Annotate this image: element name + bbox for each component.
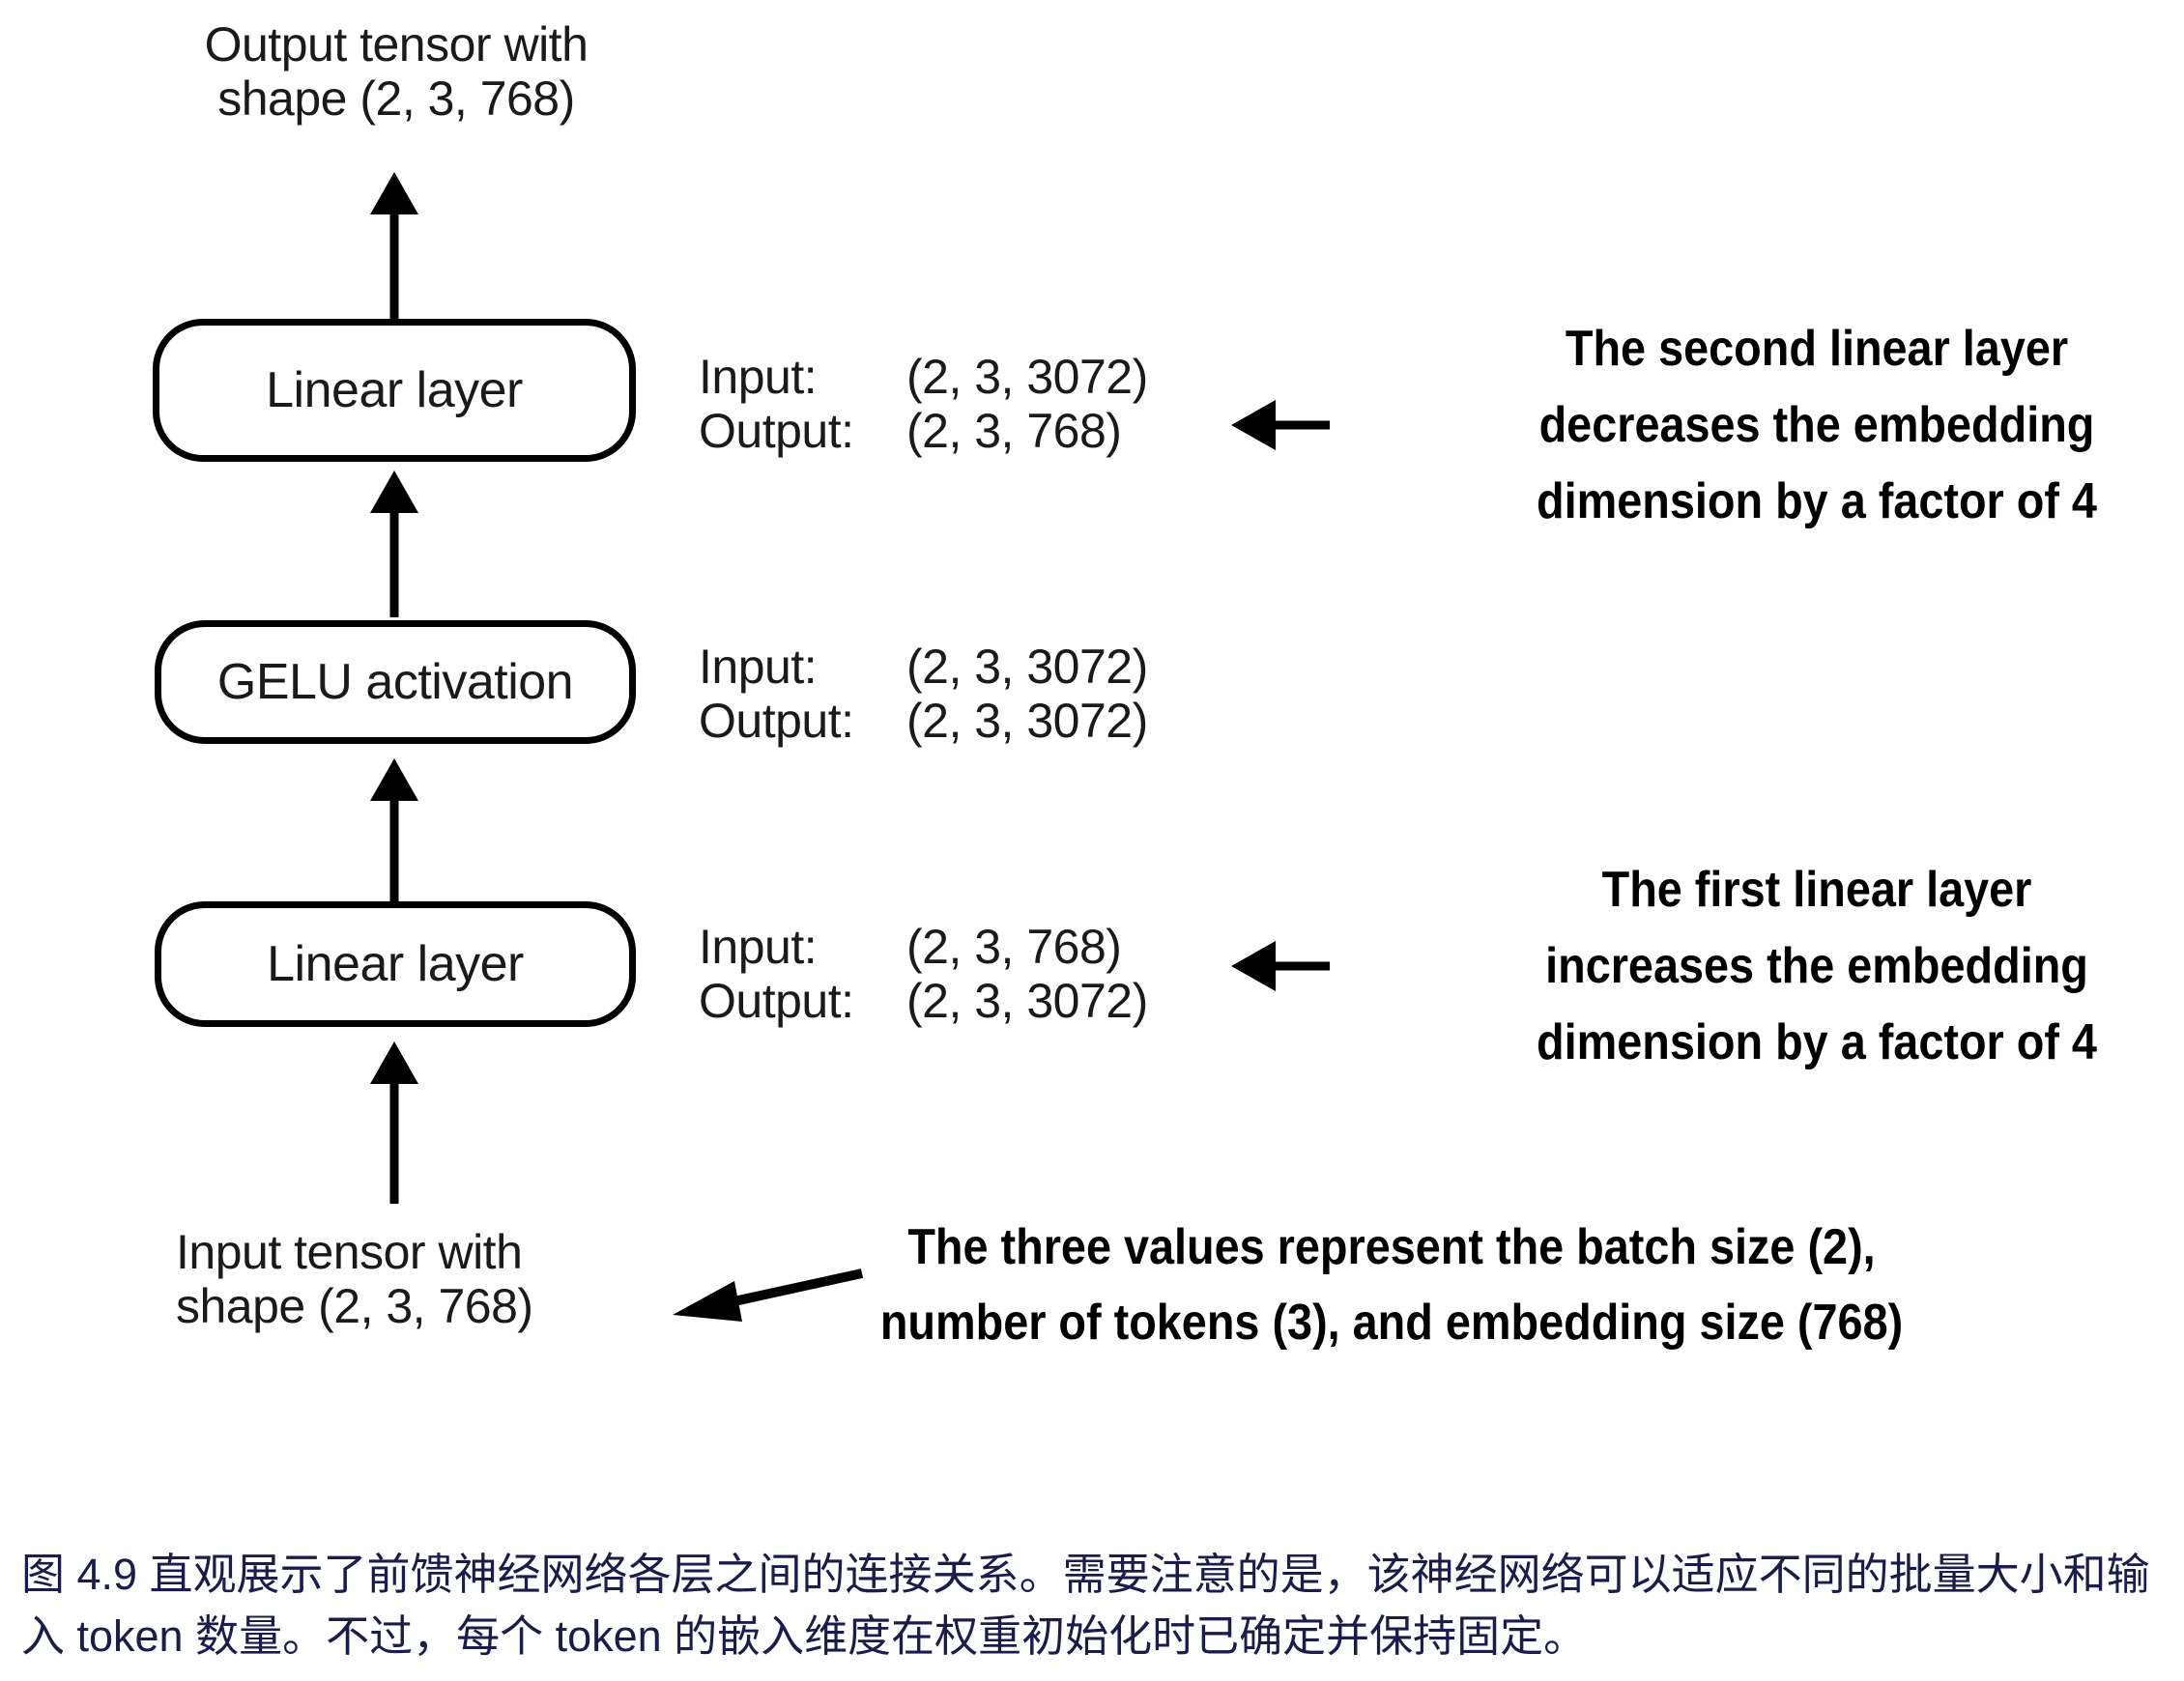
node-label: GELU activation bbox=[216, 654, 574, 710]
arrow-shaft bbox=[389, 499, 399, 617]
arrow-shaft bbox=[389, 789, 399, 913]
io-spec-gelu-activation: Input: (2, 3, 3072) Output: (2, 3, 3072) bbox=[699, 640, 1148, 748]
io-input-value: (2, 3, 3072) bbox=[906, 350, 1148, 404]
output-tensor-label: Output tensor with shape (2, 3, 768) bbox=[204, 17, 589, 126]
io-output-value: (2, 3, 768) bbox=[906, 404, 1122, 458]
arrow-head-icon bbox=[1231, 400, 1276, 450]
io-output-key: Output: bbox=[699, 974, 854, 1028]
annotation-second-linear-layer: The second linear layer decreases the em… bbox=[1537, 321, 2097, 530]
arrow-head-icon bbox=[1231, 941, 1276, 991]
node-linear-layer-1[interactable]: Linear layer bbox=[155, 901, 636, 1027]
node-gelu-activation[interactable]: GELU activation bbox=[155, 620, 636, 744]
node-label: Linear layer bbox=[267, 936, 524, 992]
annotation-first-linear-layer: The first linear layer increases the emb… bbox=[1537, 862, 2097, 1071]
arrow-shaft bbox=[719, 1268, 864, 1309]
io-input-key: Input: bbox=[699, 350, 818, 404]
io-input-row: Input: (2, 3, 3072) bbox=[699, 640, 1148, 694]
node-label: Linear layer bbox=[266, 362, 523, 418]
io-input-row: Input: (2, 3, 768) bbox=[699, 920, 1148, 974]
arrow-shaft bbox=[389, 201, 399, 319]
io-input-row: Input: (2, 3, 3072) bbox=[699, 350, 1148, 404]
arrow-shaft bbox=[389, 1074, 399, 1204]
io-output-value: (2, 3, 3072) bbox=[906, 974, 1148, 1028]
io-spec-linear-layer-1: Input: (2, 3, 768) Output: (2, 3, 3072) bbox=[699, 920, 1148, 1028]
arrow-shaft bbox=[1270, 961, 1330, 971]
io-output-value: (2, 3, 3072) bbox=[906, 694, 1148, 748]
io-input-key: Input: bbox=[699, 920, 818, 974]
figure-caption: 图 4.9 直观展示了前馈神经网络各层之间的连接关系。需要注意的是，该神经网络可… bbox=[21, 1550, 2150, 1661]
arrow-shaft bbox=[1270, 420, 1330, 430]
input-tensor-label: Input tensor with shape (2, 3, 768) bbox=[176, 1225, 533, 1333]
arrow-head-icon bbox=[673, 1281, 742, 1322]
io-input-value: (2, 3, 768) bbox=[906, 920, 1122, 974]
annotation-shape-values: The three values represent the batch siz… bbox=[879, 1219, 1904, 1351]
io-input-value: (2, 3, 3072) bbox=[906, 640, 1148, 694]
io-output-row: Output: (2, 3, 3072) bbox=[699, 974, 1148, 1028]
io-input-key: Input: bbox=[699, 640, 818, 694]
io-output-key: Output: bbox=[699, 694, 854, 748]
io-output-key: Output: bbox=[699, 404, 854, 458]
io-spec-linear-layer-2: Input: (2, 3, 3072) Output: (2, 3, 768) bbox=[699, 350, 1148, 458]
io-output-row: Output: (2, 3, 768) bbox=[699, 404, 1148, 458]
io-output-row: Output: (2, 3, 3072) bbox=[699, 694, 1148, 748]
node-linear-layer-2[interactable]: Linear layer bbox=[153, 319, 636, 462]
arrow-shape-note-to-input bbox=[673, 1268, 864, 1322]
